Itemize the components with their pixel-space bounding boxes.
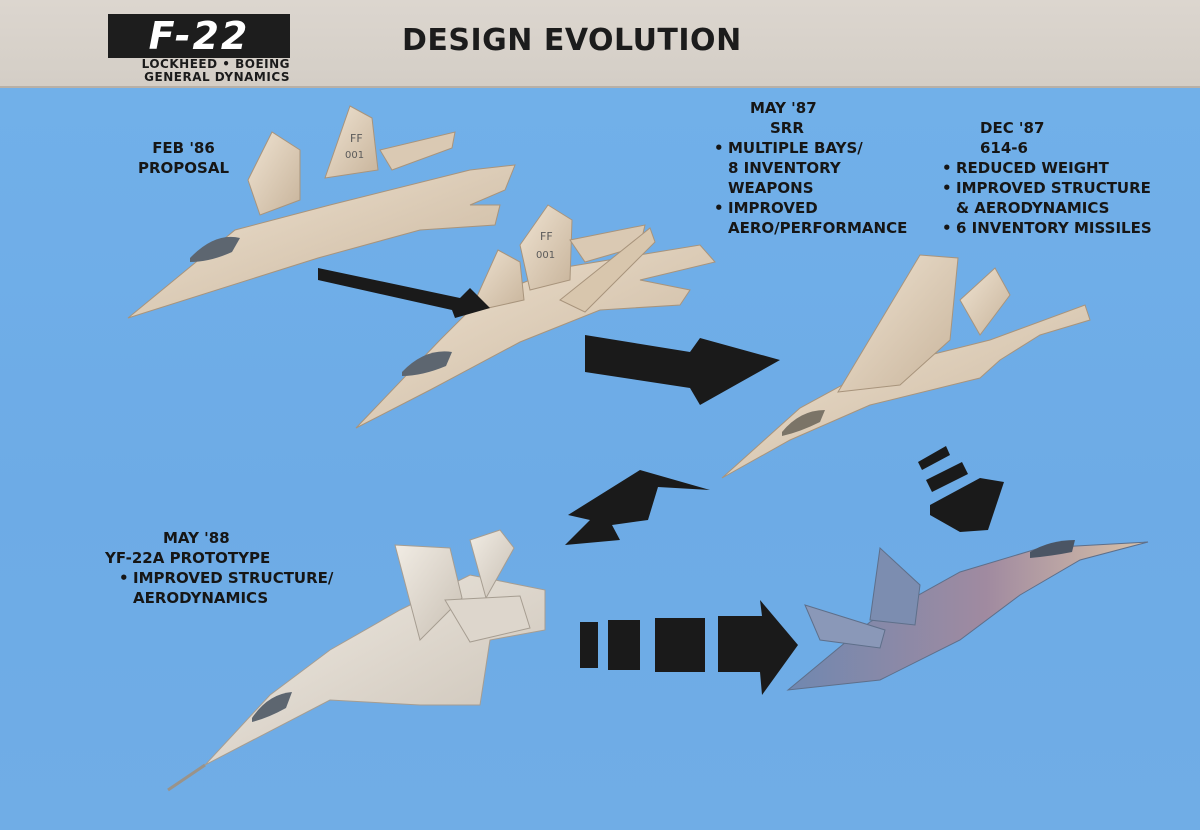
logo-line-gd: GENERAL DYNAMICS	[144, 70, 290, 84]
bullet-dot: •	[942, 159, 952, 177]
srr-bullet-1: •MULTIPLE BAYS/	[712, 138, 907, 158]
arrow-2	[585, 335, 780, 405]
d87-bullet-1: •REDUCED WEIGHT	[940, 158, 1152, 178]
d87-bullet-3: •6 INVENTORY MISSILES	[940, 218, 1152, 238]
bullet-dot: •	[714, 139, 724, 157]
page-title: DESIGN EVOLUTION	[402, 23, 742, 58]
yf22a-bullet-1-line2: AERODYNAMICS	[133, 589, 269, 607]
d87-bullet-2-line2: & AERODYNAMICS	[956, 199, 1110, 217]
stage-srr-label: MAY '87 SRR •MULTIPLE BAYS/ 8 INVENTORY …	[712, 98, 907, 238]
aircraft-flying-prototype	[786, 540, 1149, 691]
yf22a-bullet-1-cont: AERODYNAMICS	[105, 588, 333, 608]
d87-bullet-2: •IMPROVED STRUCTURE	[940, 178, 1152, 198]
srr-bullet-1-line3: WEAPONS	[728, 179, 814, 197]
srr-bullet-1-line2: 8 INVENTORY	[728, 159, 841, 177]
arrow-3	[565, 470, 710, 545]
stage-srr-name: SRR	[770, 119, 804, 137]
stage-proposal-date: FEB '86	[152, 139, 215, 157]
bullet-dot: •	[714, 199, 724, 217]
serial-1: 001	[345, 150, 364, 161]
srr-bullet-2: •IMPROVED	[712, 198, 907, 218]
stage-yf22a-label: MAY '88 YF-22A PROTOTYPE •IMPROVED STRUC…	[105, 528, 333, 608]
aircraft-proposal: FF 001	[127, 105, 516, 319]
srr-bullet-2-cont: AERO/PERFORMANCE	[712, 218, 907, 238]
stage-yf22a-name: YF-22A PROTOTYPE	[105, 549, 271, 567]
d87-bullet-2-cont: & AERODYNAMICS	[940, 198, 1152, 218]
f22-logo: F-22	[108, 14, 290, 58]
logo-line-companies: LOCKHEED • BOEING	[141, 57, 290, 71]
srr-bullet-2-line2: AERO/PERFORMANCE	[728, 219, 908, 237]
stage-yf22a-date: MAY '88	[163, 529, 230, 547]
aircraft-614-6	[721, 254, 1091, 479]
f22-logo-text: F-22	[148, 14, 250, 58]
d87-bullet-3-text: 6 INVENTORY MISSILES	[956, 219, 1152, 237]
bullet-dot: •	[942, 219, 952, 237]
d87-bullet-1-text: REDUCED WEIGHT	[956, 159, 1109, 177]
stage-614-6-label: DEC '87 614-6 •REDUCED WEIGHT •IMPROVED …	[940, 118, 1152, 238]
stage-614-6-date: DEC '87	[980, 119, 1045, 137]
stage-proposal-label: FEB '86 PROPOSAL	[138, 138, 229, 178]
aircraft-srr: FF 001	[355, 204, 716, 429]
srr-bullet-1-cont2: WEAPONS	[712, 178, 907, 198]
srr-bullet-1-text: MULTIPLE BAYS/	[728, 139, 863, 157]
serial-2: 001	[536, 250, 555, 261]
arrow-5-dashed	[580, 600, 798, 695]
tail-code-2: FF	[540, 230, 553, 243]
srr-bullet-1-cont: 8 INVENTORY	[712, 158, 907, 178]
stage-proposal-name: PROPOSAL	[138, 159, 230, 177]
stage-srr-date: MAY '87	[750, 99, 817, 117]
bullet-dot: •	[942, 179, 952, 197]
bullet-dot: •	[119, 569, 129, 587]
yf22a-bullet-1-text: IMPROVED STRUCTURE/	[133, 569, 334, 587]
tail-code-1: FF	[350, 132, 363, 145]
header-bar: F-22 LOCKHEED • BOEING GENERAL DYNAMICS …	[0, 0, 1200, 88]
srr-bullet-2-text: IMPROVED	[728, 199, 818, 217]
yf22a-bullet-1: •IMPROVED STRUCTURE/	[105, 568, 333, 588]
d87-bullet-2-text: IMPROVED STRUCTURE	[956, 179, 1151, 197]
arrow-4-dashed	[918, 446, 1004, 532]
arrow-1	[318, 268, 490, 318]
aircraft-yf22a	[167, 529, 546, 792]
stage-614-6-name: 614-6	[980, 139, 1028, 157]
